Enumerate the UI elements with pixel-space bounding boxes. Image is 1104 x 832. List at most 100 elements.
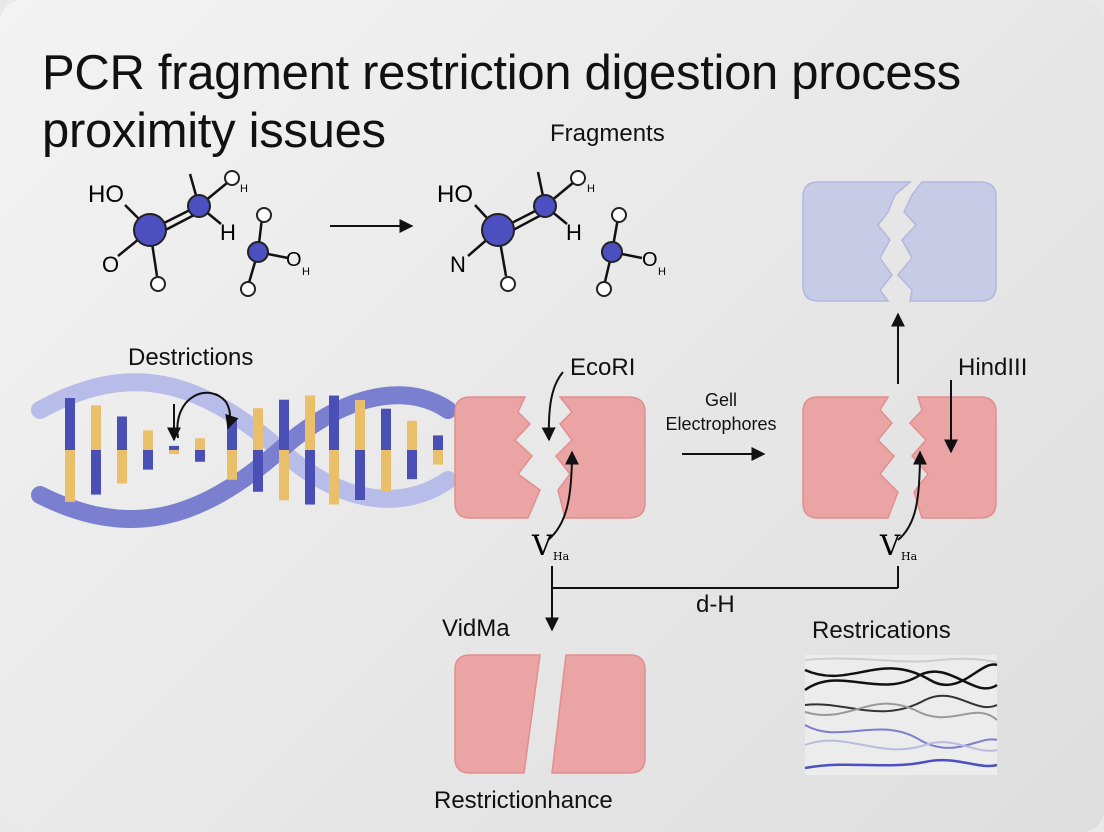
atom-label-h-sub: H bbox=[240, 183, 248, 195]
base-pair bbox=[117, 450, 127, 484]
v-up-arrow-left bbox=[547, 450, 579, 541]
base-pair bbox=[279, 399, 289, 450]
base-pair bbox=[91, 450, 101, 495]
d-h-label: d-H bbox=[696, 591, 735, 618]
atom-medium bbox=[187, 194, 211, 218]
strand-line bbox=[804, 724, 998, 749]
base-pair bbox=[253, 408, 263, 450]
v-mark-left-sub: Ha bbox=[553, 550, 570, 563]
base-pair bbox=[329, 450, 339, 505]
base-pair bbox=[253, 450, 263, 492]
restrications-label: Restrications bbox=[812, 617, 951, 644]
base-pair bbox=[329, 395, 339, 450]
diagram-title: PCR fragment restriction digestion proce… bbox=[42, 46, 961, 158]
base-pair bbox=[195, 450, 205, 462]
atom-large bbox=[481, 213, 515, 247]
base-pair bbox=[91, 405, 101, 450]
ecori-label: EcoRI bbox=[570, 354, 636, 381]
base-pair bbox=[143, 450, 153, 470]
base-pair bbox=[117, 416, 127, 450]
atom-label-o: O bbox=[642, 249, 658, 271]
gel-label-line2: Electrophores bbox=[665, 414, 777, 434]
strand-line bbox=[804, 663, 998, 687]
fragment-right-piece bbox=[897, 181, 997, 302]
ecori-arrow bbox=[541, 371, 564, 442]
vidma-label: VidMa bbox=[442, 615, 510, 642]
dna-helix bbox=[31, 373, 457, 529]
base-pair bbox=[279, 450, 289, 501]
base-pair bbox=[355, 450, 365, 500]
fragment-right-piece bbox=[551, 654, 646, 774]
atom-small bbox=[611, 207, 627, 223]
base-pair bbox=[227, 420, 237, 450]
base-pair bbox=[381, 450, 391, 492]
base-pair bbox=[65, 450, 75, 502]
blue-fragment bbox=[802, 181, 997, 302]
v-mark-right-sub: Ha bbox=[901, 550, 918, 563]
atom-label-ho: HO bbox=[88, 181, 124, 208]
strand-line bbox=[804, 657, 998, 663]
hindiii-label: HindIII bbox=[958, 354, 1028, 381]
base-pair bbox=[65, 398, 75, 450]
helix-rungs bbox=[65, 395, 443, 505]
gel-label-line1: Gell bbox=[704, 390, 737, 410]
fragment-left-piece bbox=[802, 396, 899, 519]
atom-label-h: H bbox=[220, 220, 236, 245]
base-pair bbox=[355, 400, 365, 450]
atom-small bbox=[500, 276, 516, 292]
v-up-arrow-right bbox=[897, 450, 927, 541]
atom-label-h-sub: H bbox=[658, 266, 666, 278]
strand-line bbox=[804, 758, 998, 770]
curved-arrow bbox=[176, 391, 239, 439]
atom-medium bbox=[533, 194, 557, 218]
atom-small bbox=[256, 207, 272, 223]
v-mark-right: V bbox=[879, 529, 901, 562]
base-pair bbox=[381, 408, 391, 450]
hindiii-fragment bbox=[802, 396, 997, 519]
restrications-lines bbox=[804, 655, 998, 775]
fragment-right-piece bbox=[555, 396, 646, 519]
atom-label-h: H bbox=[566, 220, 582, 245]
base-pair bbox=[169, 450, 179, 455]
gel-electrophoresis-label: Gell Electrophores bbox=[648, 388, 794, 436]
fragments-label: Fragments bbox=[550, 120, 665, 147]
atom-small bbox=[596, 281, 612, 297]
destrictions-label: Destrictions bbox=[128, 344, 254, 371]
strand-line bbox=[804, 694, 998, 713]
fragment-right-piece bbox=[908, 396, 997, 519]
restrictionhance-label: Restrictionhance bbox=[434, 787, 613, 814]
base-pair bbox=[433, 435, 443, 450]
atom-small bbox=[240, 281, 256, 297]
atom-large bbox=[133, 213, 167, 247]
atom-label-h-sub: H bbox=[587, 183, 595, 195]
base-pair bbox=[169, 445, 179, 450]
base-pair bbox=[143, 430, 153, 450]
bottom-fragment bbox=[454, 654, 646, 774]
v-mark-left: V bbox=[531, 529, 553, 562]
atom-label-ho: HO bbox=[437, 181, 473, 208]
atom-small bbox=[224, 170, 240, 186]
atom-medium bbox=[247, 241, 269, 263]
atom-small bbox=[150, 276, 166, 292]
fragment-left-piece bbox=[802, 181, 913, 302]
molecule-right: HO H N H O H bbox=[437, 170, 666, 297]
base-pair bbox=[407, 450, 417, 480]
base-pair bbox=[433, 450, 443, 465]
base-pair bbox=[227, 450, 237, 480]
strand-line bbox=[804, 702, 998, 721]
base-pair bbox=[195, 438, 205, 450]
atom-label-h-sub: H bbox=[302, 266, 310, 278]
atom-label-o: O bbox=[286, 249, 302, 271]
molecule-left: HO H O H O H bbox=[88, 170, 310, 297]
atom-label-n: N bbox=[450, 252, 466, 277]
base-pair bbox=[407, 420, 417, 450]
atom-medium bbox=[601, 241, 623, 263]
base-pair bbox=[305, 450, 315, 505]
base-pair bbox=[305, 395, 315, 450]
atom-label-o: O bbox=[102, 252, 119, 277]
atom-small bbox=[570, 170, 586, 186]
strand-line bbox=[804, 670, 998, 692]
strand-line bbox=[804, 739, 998, 752]
